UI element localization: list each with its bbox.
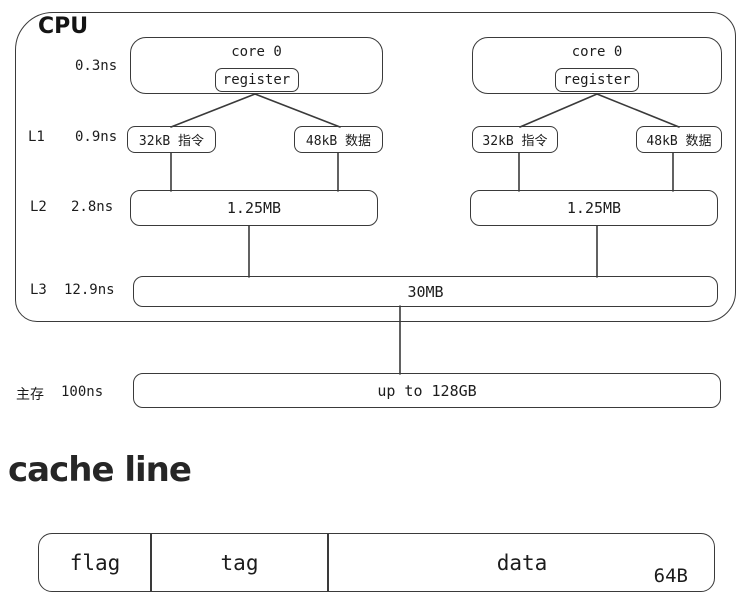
core-box-left: core 0 register bbox=[130, 37, 383, 94]
latency-l3: 12.9ns bbox=[64, 282, 115, 298]
cache-line-size-label: 64B bbox=[653, 565, 688, 587]
field-divider bbox=[150, 534, 152, 591]
latency-l1: 0.9ns bbox=[75, 129, 118, 145]
cache-line-field-tag: tag bbox=[220, 550, 259, 575]
l1-data-cache-left: 48kB 数据 bbox=[294, 126, 383, 153]
level-label-l1: L1 bbox=[28, 129, 45, 145]
l3-cache: 30MB bbox=[133, 276, 718, 307]
latency-l2: 2.8ns bbox=[71, 199, 114, 215]
level-label-l2: L2 bbox=[30, 199, 47, 215]
core-box-right: core 0 register bbox=[472, 37, 722, 94]
l1-instruction-cache-left: 32kB 指令 bbox=[127, 126, 216, 153]
level-label-l3: L3 bbox=[30, 282, 47, 298]
cache-line-field-data: data bbox=[496, 550, 548, 575]
core-label: core 0 bbox=[571, 44, 623, 60]
latency-core: 0.3ns bbox=[75, 58, 118, 74]
cache-line-field-flag: flag bbox=[69, 550, 121, 575]
field-divider bbox=[327, 534, 329, 591]
core-label: core 0 bbox=[231, 44, 282, 60]
cpu-label: CPU bbox=[38, 14, 89, 39]
l1-instruction-cache-right: 32kB 指令 bbox=[472, 126, 558, 153]
cache-line-heading: cache line bbox=[8, 450, 192, 490]
main-memory-box: up to 128GB bbox=[133, 373, 721, 408]
latency-memory: 100ns bbox=[61, 384, 104, 400]
l2-cache-left: 1.25MB bbox=[130, 190, 378, 226]
register-box: register bbox=[214, 68, 299, 92]
cache-line-box: flag tag data 64B bbox=[38, 533, 715, 592]
register-box: register bbox=[555, 68, 639, 92]
l1-data-cache-right: 48kB 数据 bbox=[636, 126, 722, 153]
level-label-memory: 主存 bbox=[16, 387, 44, 403]
l2-cache-right: 1.25MB bbox=[470, 190, 718, 226]
